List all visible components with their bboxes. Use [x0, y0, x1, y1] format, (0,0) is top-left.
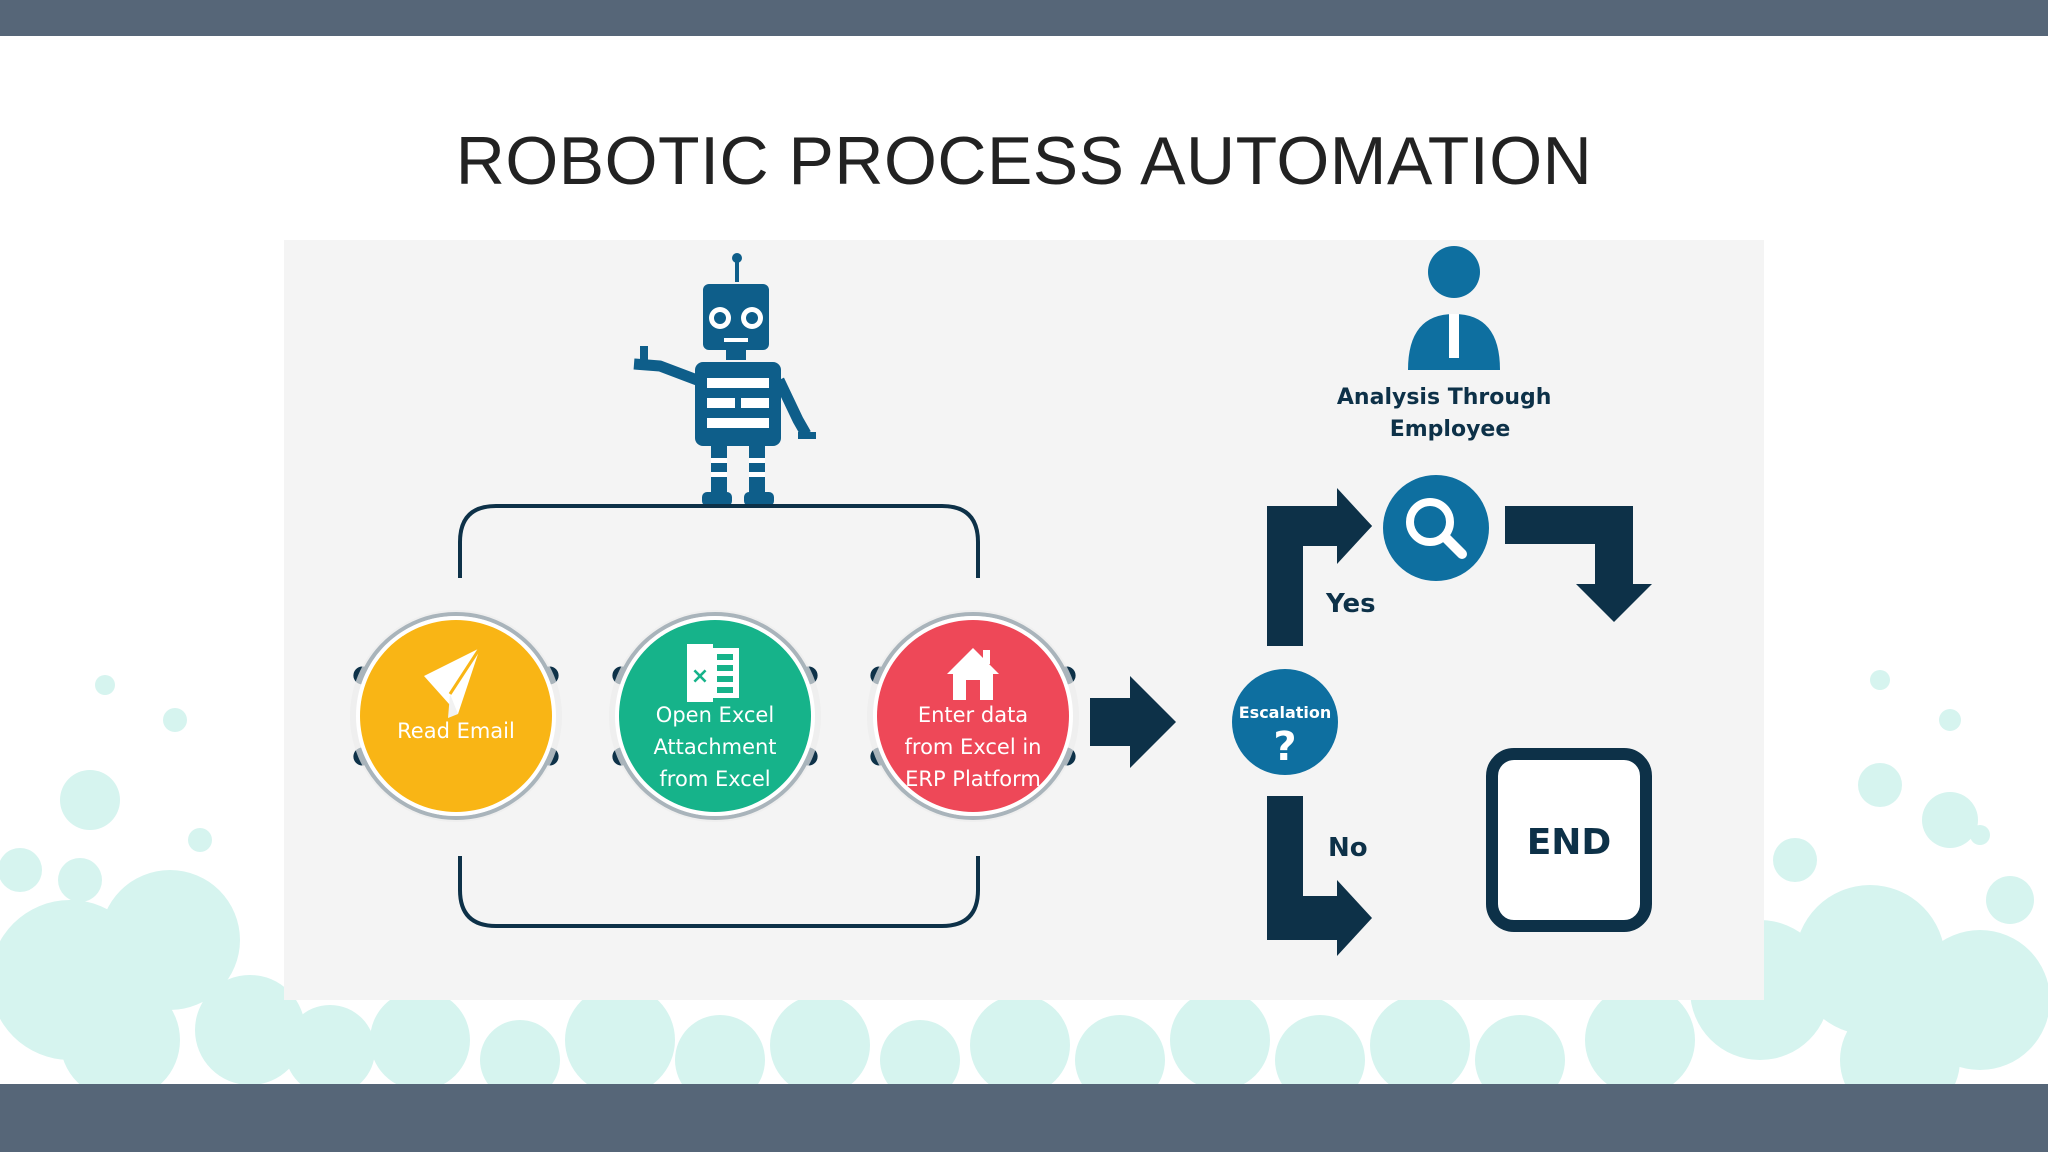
employee-label: Analysis Through Employee: [1337, 385, 1559, 442]
escalation-label: Escalation: [1239, 703, 1332, 722]
employee-label-line-2: Employee: [1390, 417, 1511, 442]
slide-title: ROBOTIC PROCESS AUTOMATION: [455, 123, 1593, 199]
top-bar: [0, 0, 2048, 36]
bottom-bar: [0, 1084, 2048, 1152]
analysis-node: [1383, 475, 1489, 581]
svg-text:×: ×: [691, 664, 709, 689]
arrow-to-escalation: [1090, 676, 1176, 768]
step-label-line: ERP Platform: [905, 767, 1041, 791]
excel-icon: ×: [687, 644, 739, 702]
step-label-line: Enter data: [918, 703, 1028, 727]
loop-connector: [458, 504, 980, 928]
step-disc: [877, 620, 1069, 812]
robot-icon: [633, 253, 816, 506]
magnifier-icon: [1406, 498, 1467, 559]
employee-label-line-1: Analysis Through: [1337, 385, 1552, 410]
step-label-line: Attachment: [653, 735, 776, 759]
employee-icon: [1408, 246, 1500, 370]
paper-plane-icon: [424, 647, 482, 718]
escalation-decision: Escalation ?: [1232, 669, 1338, 775]
bubble-background: [0, 670, 2048, 1084]
step-label-line: from Excel: [659, 767, 770, 791]
step-label-line: from Excel in: [905, 735, 1042, 759]
step-label-line: Read Email: [397, 719, 515, 743]
house-icon: [947, 648, 999, 700]
end-label: END: [1527, 822, 1612, 863]
no-arrow-shaft: [1267, 796, 1339, 940]
step-3: Enter data from Excel in ERP Platform: [867, 610, 1079, 822]
branch-yes-label: Yes: [1325, 589, 1376, 619]
branch-no-label: No: [1328, 833, 1368, 863]
step-disc: [619, 620, 811, 812]
step-label-line: Open Excel: [656, 703, 774, 727]
yes-arrow-shaft: [1267, 506, 1339, 646]
step-disc: [360, 620, 552, 812]
no-arrow-head: [1337, 880, 1372, 956]
escalation-question-mark: ?: [1273, 724, 1296, 770]
step-1: Read Email: [350, 610, 562, 822]
yes-arrow-head: [1337, 488, 1372, 564]
analysis-to-end-arrow: [1505, 506, 1652, 622]
end-node: END: [1486, 748, 1652, 932]
